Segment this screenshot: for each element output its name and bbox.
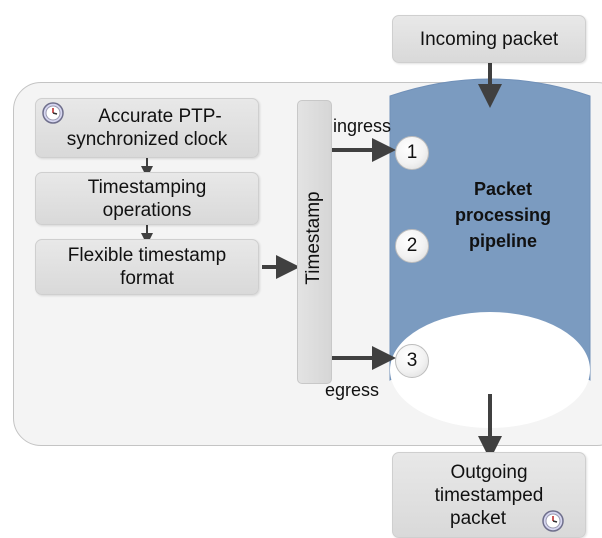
pipeline-cylinder-bottom	[390, 312, 590, 428]
timestamp-format-line1: Flexible timestamp	[67, 245, 227, 266]
step-2-badge: 2	[395, 229, 429, 263]
clock-icon	[542, 510, 564, 532]
clock-icon	[42, 102, 64, 124]
ingress-label: ingress	[333, 116, 392, 136]
pipeline-label: Packet processing pipeline	[448, 176, 558, 254]
timestamp-format-line2: format	[120, 268, 174, 289]
pipeline-label-line3: pipeline	[468, 231, 537, 251]
timestamp-format-box: Flexible timestamp format	[35, 239, 259, 295]
egress-label: egress	[325, 380, 380, 400]
timestamp-bar-label: Timestamp	[303, 191, 324, 285]
incoming-packet-label: Incoming packet	[419, 28, 559, 50]
outgoing-packet-line2: timestamped	[434, 484, 544, 506]
outgoing-packet-line3: packet	[450, 507, 506, 529]
pipeline-label-line2: processing	[454, 205, 552, 225]
outgoing-packet-line1: Outgoing	[450, 461, 528, 483]
step-3-badge: 3	[395, 344, 429, 378]
step-1-badge: 1	[395, 136, 429, 170]
incoming-packet-box: Incoming packet	[392, 15, 586, 63]
timestamping-operations-line2: operations	[102, 199, 192, 221]
ptp-clock-line2: synchronized clock	[66, 129, 228, 150]
timestamping-operations-box: Timestamping operations	[35, 172, 259, 225]
pipeline-label-line1: Packet	[473, 179, 533, 199]
ptp-clock-line1: Accurate PTP-	[98, 106, 222, 127]
timestamping-operations-line1: Timestamping	[87, 176, 207, 198]
ptp-clock-box: Accurate PTP- synchronized clock	[35, 98, 259, 158]
timestamp-bar	[297, 100, 332, 384]
